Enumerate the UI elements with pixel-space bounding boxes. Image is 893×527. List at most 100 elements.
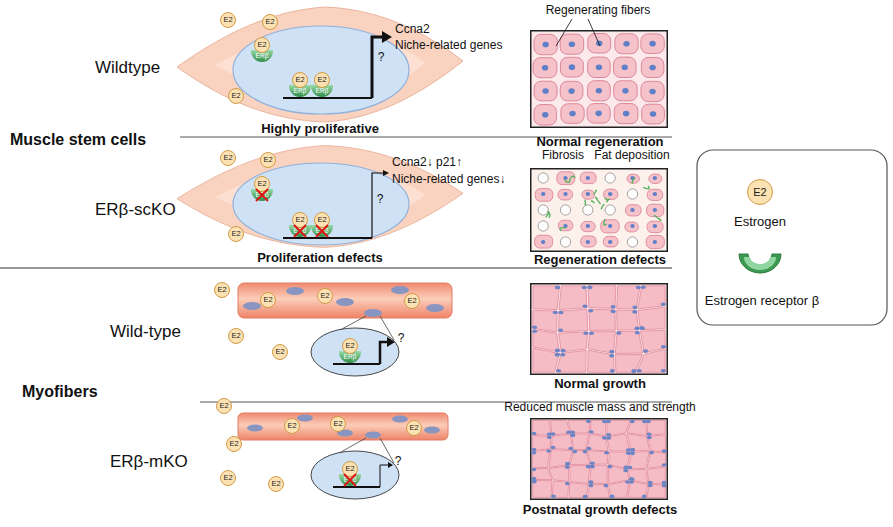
peripheral-nucleus [550, 446, 555, 450]
central-nucleus [596, 88, 602, 94]
peripheral-nucleus [565, 462, 570, 466]
estrogen-molecule: E2 [220, 150, 236, 166]
central-nucleus [596, 40, 602, 46]
regenerating-fiber [642, 104, 665, 124]
transcription-arrow [380, 342, 387, 364]
regenerating-fiber [561, 104, 584, 124]
row-label: Wild-type [110, 322, 181, 342]
section-label: Muscle stem cells [10, 131, 146, 149]
peripheral-nucleus [583, 495, 588, 499]
peripheral-nucleus [661, 369, 666, 373]
myofiber-section [607, 434, 630, 451]
peripheral-nucleus [558, 328, 563, 332]
peripheral-nucleus [629, 480, 634, 484]
regenerating-fiber [560, 57, 583, 77]
myonucleus [424, 427, 440, 434]
central-nucleus [568, 88, 574, 94]
annotation: Regenerating fibers [546, 4, 651, 18]
node-text: Normal growth [554, 377, 646, 392]
peripheral-nucleus [661, 345, 666, 349]
peripheral-nucleus [588, 309, 593, 313]
central-nucleus [541, 192, 545, 196]
fibrosis-strand [605, 198, 607, 199]
estrogen-molecule: E2 [330, 416, 346, 432]
peripheral-nucleus [555, 353, 560, 357]
myofiber-section [588, 485, 610, 498]
peripheral-nucleus [639, 326, 644, 330]
tissue-panel: Regeneration defects [530, 168, 668, 252]
peripheral-nucleus [558, 311, 563, 315]
regenerating-fiber [613, 57, 636, 77]
estrogen-molecule: E2 [228, 328, 244, 344]
peripheral-nucleus [553, 311, 558, 315]
node-text: Highly proliferative [261, 122, 379, 137]
myofiber-section [533, 286, 560, 310]
annotation: Fibrosis [542, 149, 584, 163]
small-fiber [557, 172, 575, 185]
peripheral-nucleus [631, 369, 636, 373]
estrogen-molecule: E2 [342, 461, 358, 477]
muscle-cells [535, 172, 665, 249]
myofiber-section [570, 465, 590, 483]
regenerating-fiber [587, 104, 610, 123]
peripheral-nucleus [586, 447, 591, 451]
peripheral-nucleus [649, 451, 654, 455]
peripheral-nucleus [637, 369, 642, 373]
peripheral-nucleus [565, 465, 570, 469]
small-fiber [558, 189, 573, 199]
peripheral-nucleus [590, 465, 595, 469]
myofiber-section [637, 349, 665, 372]
central-nucleus [569, 41, 575, 47]
small-fiber [581, 221, 595, 231]
estrogen-molecule: E2 [220, 470, 236, 486]
peripheral-nucleus [589, 331, 594, 335]
myofiber-section [533, 310, 557, 331]
peripheral-nucleus [550, 432, 555, 436]
central-nucleus [541, 240, 545, 244]
small-fiber [603, 189, 617, 199]
central-nucleus [596, 64, 602, 70]
fibrosis-strand [584, 200, 586, 205]
estrogen-molecule: E2 [268, 476, 284, 492]
central-nucleus [623, 41, 629, 47]
cell-body [177, 7, 463, 122]
fat-droplet [538, 205, 548, 215]
regenerating-fiber [641, 34, 664, 54]
peripheral-nucleus [636, 286, 641, 290]
central-nucleus [542, 88, 548, 94]
small-fiber [601, 220, 619, 233]
estrogen-molecule: E2 [226, 436, 242, 452]
central-nucleus [608, 192, 612, 196]
fibrosis-strand [548, 212, 550, 218]
fat-droplet [605, 173, 615, 183]
peripheral-nucleus [616, 331, 621, 335]
small-fiber [603, 236, 618, 247]
small-fiber [647, 189, 663, 200]
receptor-highlight [744, 257, 776, 270]
transcription-arrow [372, 173, 383, 238]
central-nucleus [653, 176, 657, 180]
fibrosis-strand [596, 197, 601, 203]
estrogen-molecule: E2 [260, 292, 276, 308]
regenerating-fiber [560, 81, 583, 101]
fibrosis-strand [594, 190, 596, 194]
legend-text: Estrogen [734, 215, 786, 230]
estrogen-molecule: E2 [214, 282, 230, 298]
peripheral-nucleus [646, 420, 651, 424]
estrogen-molecule: E2 [317, 288, 333, 304]
node-text: Regeneration defects [534, 253, 666, 268]
estrogen-molecule: E2 [262, 14, 278, 30]
myonucleus [426, 304, 444, 312]
tissue-panel-shape [530, 168, 668, 252]
tissue-panel: Normal regeneration [530, 30, 668, 128]
central-nucleus [563, 192, 567, 196]
myofiber-section [628, 469, 647, 483]
peripheral-nucleus [603, 484, 608, 488]
estrogen-molecule: E2 [406, 420, 422, 436]
peripheral-nucleus [643, 349, 648, 353]
myofiber-section [628, 481, 648, 498]
annotation: Reduced muscle mass and strength [504, 401, 695, 415]
